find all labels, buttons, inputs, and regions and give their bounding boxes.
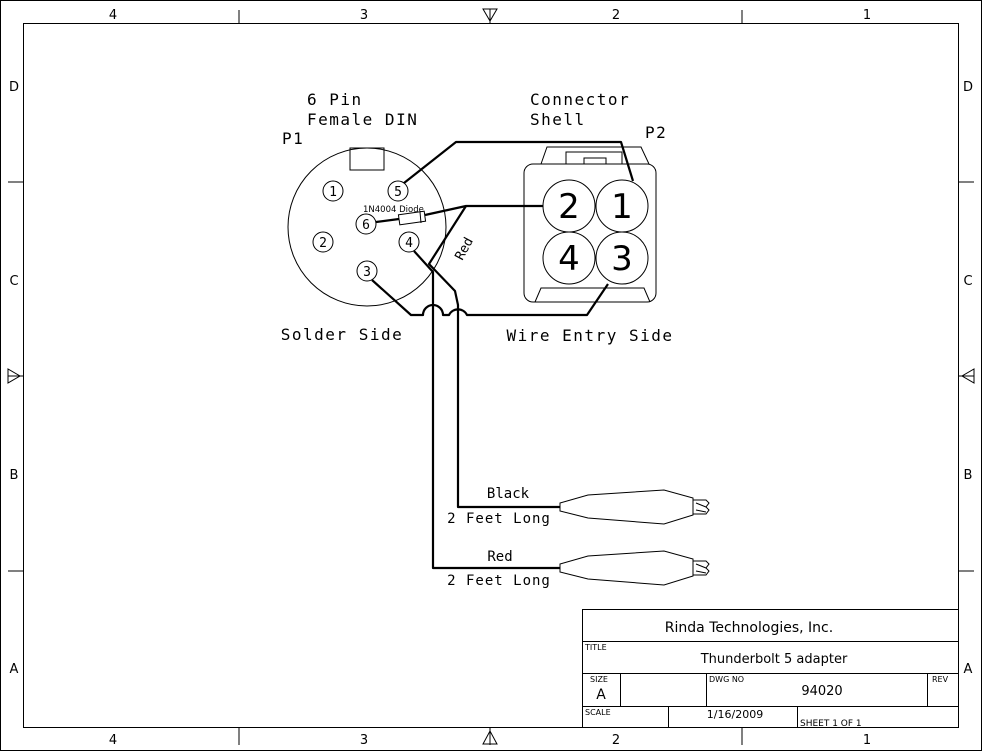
wire-p1-5-to-p2-1 (403, 140, 635, 184)
black-lead-length-label: 2 Feet Long (447, 511, 551, 527)
rev-caption: REV (932, 675, 949, 684)
col-label-bottom-1: 1 (863, 733, 871, 748)
center-mark-left (7, 368, 21, 384)
p1-pin-6-label: 6 (362, 218, 370, 233)
p2-pin-4 (542, 231, 596, 285)
p1-ref-label: P1 (282, 129, 304, 148)
p1-pin-4 (398, 231, 420, 253)
p1-pin-2 (312, 231, 334, 253)
col-label-bottom-2: 2 (612, 733, 620, 748)
center-mark-bottom (482, 729, 498, 745)
diode-icon (397, 210, 427, 226)
p1-pin-5 (387, 180, 409, 202)
red-lead-length-label: 2 Feet Long (447, 573, 551, 589)
row-label-left-c: C (9, 274, 18, 289)
size-value: A (596, 687, 606, 703)
company-name: Rinda Technologies, Inc. (665, 620, 833, 636)
row-label-right-c: C (963, 274, 972, 289)
p2-pin-3-label: 3 (611, 239, 633, 279)
p2-pin-1-label: 1 (611, 187, 633, 227)
center-mark-right (961, 368, 975, 384)
left-ruler: D C B A (7, 80, 23, 677)
wire-black-lead (427, 205, 560, 509)
p2-connector-shell: Connector Shell P2 2 1 4 3 Wire Entry Si… (507, 90, 674, 345)
right-ruler: D C B A (958, 80, 975, 677)
p2-ref-label: P2 (645, 123, 667, 142)
p1-din-connector: 6 Pin Female DIN P1 1 2 3 4 5 6 1N4004 D… (281, 90, 447, 344)
row-label-left-b: B (10, 468, 19, 483)
row-label-left-d: D (9, 80, 19, 95)
dwg-no-caption: DWG NO (709, 675, 744, 684)
p1-pin-3-label: 3 (363, 265, 371, 280)
diode-cathode-band (419, 211, 422, 224)
p1-title-line2: Female DIN (307, 110, 418, 129)
p1-pin-6 (355, 213, 377, 235)
wire-diode-to-p2-2 (424, 204, 543, 217)
row-label-right-a: A (964, 662, 973, 677)
p2-title-line1: Connector (530, 90, 630, 109)
p2-base-rail (534, 287, 651, 303)
col-label-top-2: 2 (612, 8, 620, 23)
red-wire-label: Red (453, 235, 477, 263)
dwg-no-value: 94020 (801, 684, 842, 699)
drawing-date: 1/16/2009 (707, 708, 763, 721)
p1-pin-3 (356, 260, 378, 282)
p2-latch-tab (583, 157, 607, 165)
diode-label: 1N4004 Diode (363, 205, 424, 215)
p1-side-label: Solder Side (281, 325, 403, 344)
p1-key-notch (349, 147, 385, 171)
alligator-clip-red-icon (559, 550, 694, 586)
row-label-right-d: D (963, 80, 973, 95)
row-label-left-a: A (10, 662, 19, 677)
p2-latch-top (540, 146, 650, 165)
drawing-title: Thunderbolt 5 adapter (700, 652, 848, 667)
center-mark-top (482, 8, 498, 22)
sheet-number: SHEET 1 OF 1 (800, 719, 862, 729)
wire-p1-6-to-diode (375, 217, 400, 224)
p2-pin-2-label: 2 (558, 187, 580, 227)
row-label-right-b: B (964, 468, 973, 483)
top-ruler: 4 3 2 1 (109, 8, 871, 23)
clip-red: Red 2 Feet Long (447, 549, 710, 589)
scale-caption: SCALE (585, 708, 611, 717)
black-lead-color-label: Black (487, 486, 530, 502)
col-label-top-1: 1 (863, 8, 871, 23)
p1-title-line1: 6 Pin (307, 90, 363, 109)
p1-pin-1-label: 1 (329, 185, 337, 200)
p2-side-label: Wire Entry Side (507, 326, 674, 345)
p1-pin-4-label: 4 (405, 236, 413, 251)
wire-p1-3-to-p2-3 (371, 279, 609, 317)
clip-black: Black 2 Feet Long (447, 486, 710, 527)
wire-red-lead (413, 250, 560, 570)
title-caption: TITLE (584, 643, 607, 652)
col-label-top-3: 3 (360, 8, 368, 23)
alligator-clip-black-icon (559, 489, 694, 525)
col-label-top-4: 4 (109, 8, 117, 23)
p1-pin-2-label: 2 (319, 236, 327, 251)
p2-pin-3 (595, 231, 649, 285)
col-label-bottom-3: 3 (360, 733, 368, 748)
p2-title-line2: Shell (530, 110, 586, 129)
bottom-ruler: 4 3 2 1 (109, 728, 871, 748)
p2-pin-4-label: 4 (558, 239, 580, 279)
red-lead-color-label: Red (487, 549, 512, 565)
title-block: Rinda Technologies, Inc. TITLE Thunderbo… (582, 609, 959, 729)
p1-pin-1 (322, 180, 344, 202)
size-caption: SIZE (590, 675, 608, 684)
p1-pin-5-label: 5 (394, 185, 402, 200)
col-label-bottom-4: 4 (109, 733, 117, 748)
